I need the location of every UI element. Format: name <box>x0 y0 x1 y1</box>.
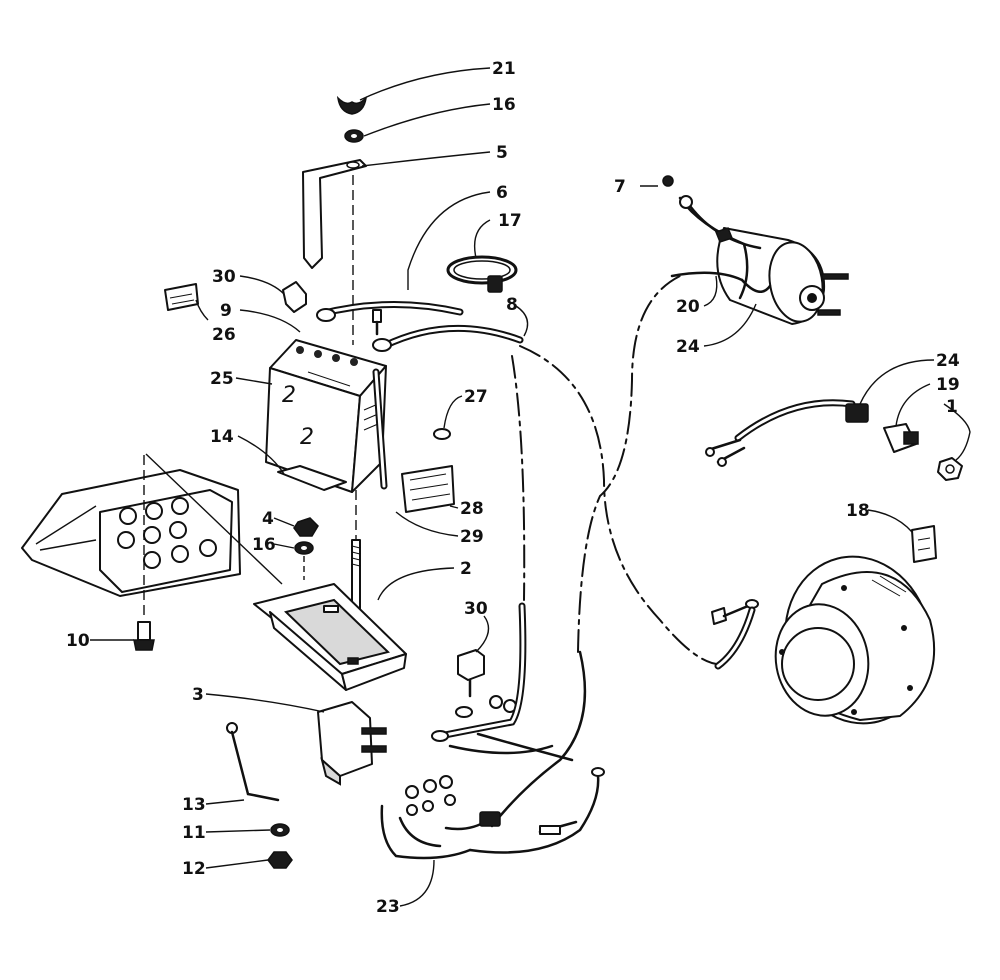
solenoid-cables <box>431 602 587 828</box>
callout-4: 4 <box>262 509 274 529</box>
flywheel-housing <box>774 555 936 725</box>
decal <box>911 525 937 563</box>
callout-16-mid: 16 <box>252 535 276 555</box>
svg-text:2: 2 <box>300 425 314 450</box>
terminal-boot-top <box>282 281 307 313</box>
callout-16-top: 16 <box>492 95 516 115</box>
foam-pad <box>401 465 455 513</box>
solenoid-ground-rod <box>226 722 280 802</box>
speed-sensor <box>883 423 919 453</box>
callout-27: 27 <box>464 387 488 407</box>
sensor-harness <box>705 399 869 467</box>
washer-top <box>344 129 364 143</box>
callout-13: 13 <box>182 795 206 815</box>
chassis-tub <box>21 469 241 597</box>
tube-clip <box>433 428 451 440</box>
terminal-bolt <box>372 309 382 336</box>
callout-11: 11 <box>182 823 206 843</box>
callout-29: 29 <box>460 527 484 547</box>
callout-24-right: 24 <box>936 351 960 371</box>
callout-18: 18 <box>846 501 870 521</box>
callout-10: 10 <box>66 631 90 651</box>
callout-30-bottom: 30 <box>464 599 488 619</box>
callout-7: 7 <box>614 177 626 197</box>
callout-21: 21 <box>492 59 516 79</box>
callout-2: 2 <box>460 559 472 579</box>
callout-28: 28 <box>460 499 484 519</box>
callout-8: 8 <box>506 295 518 315</box>
tray-nut <box>293 517 319 537</box>
callout-5: 5 <box>496 143 508 163</box>
hardware-cluster <box>405 775 456 816</box>
battery: 2 2 <box>265 339 387 493</box>
callout-1: 1 <box>946 397 958 417</box>
washer-bottom <box>270 823 290 837</box>
wing-nut <box>336 95 368 115</box>
hose-clamp <box>446 255 518 293</box>
callout-6: 6 <box>496 183 508 203</box>
starter-motor <box>662 175 849 325</box>
routing-line-b <box>511 355 526 601</box>
routing-line-c <box>577 275 681 653</box>
routing-line-a <box>519 345 725 666</box>
callout-23: 23 <box>376 897 400 917</box>
main-harness <box>380 767 605 860</box>
callout-26: 26 <box>212 325 236 345</box>
callout-24-top: 24 <box>676 337 700 357</box>
callout-3: 3 <box>192 685 204 705</box>
callout-30-top: 30 <box>212 267 236 287</box>
sensor-nut <box>937 457 963 481</box>
callout-9: 9 <box>220 301 232 321</box>
terminal-boot-bottom <box>457 649 485 698</box>
tray-bolt <box>133 621 155 651</box>
washer-mid <box>294 541 314 555</box>
starter-solenoid <box>317 701 387 786</box>
nut-bottom <box>267 851 293 869</box>
battery-cables <box>316 301 524 352</box>
callout-20: 20 <box>676 297 700 317</box>
fuse-cover <box>164 283 199 311</box>
battery-pad <box>277 465 347 491</box>
vent-tube <box>372 368 388 490</box>
callout-19: 19 <box>936 375 960 395</box>
callout-14: 14 <box>210 427 234 447</box>
callout-12: 12 <box>182 859 206 879</box>
terminal-nuts <box>489 695 517 713</box>
callout-25: 25 <box>210 369 234 389</box>
flywheel-lead <box>711 599 759 670</box>
battery-tray <box>253 583 407 691</box>
hold-down-bracket <box>302 159 367 269</box>
callout-labels: 21 16 5 6 17 7 30 9 26 8 20 24 25 27 24 … <box>66 59 960 917</box>
svg-text:2: 2 <box>282 383 296 408</box>
leader-lines <box>90 67 971 907</box>
callout-17: 17 <box>498 211 522 231</box>
